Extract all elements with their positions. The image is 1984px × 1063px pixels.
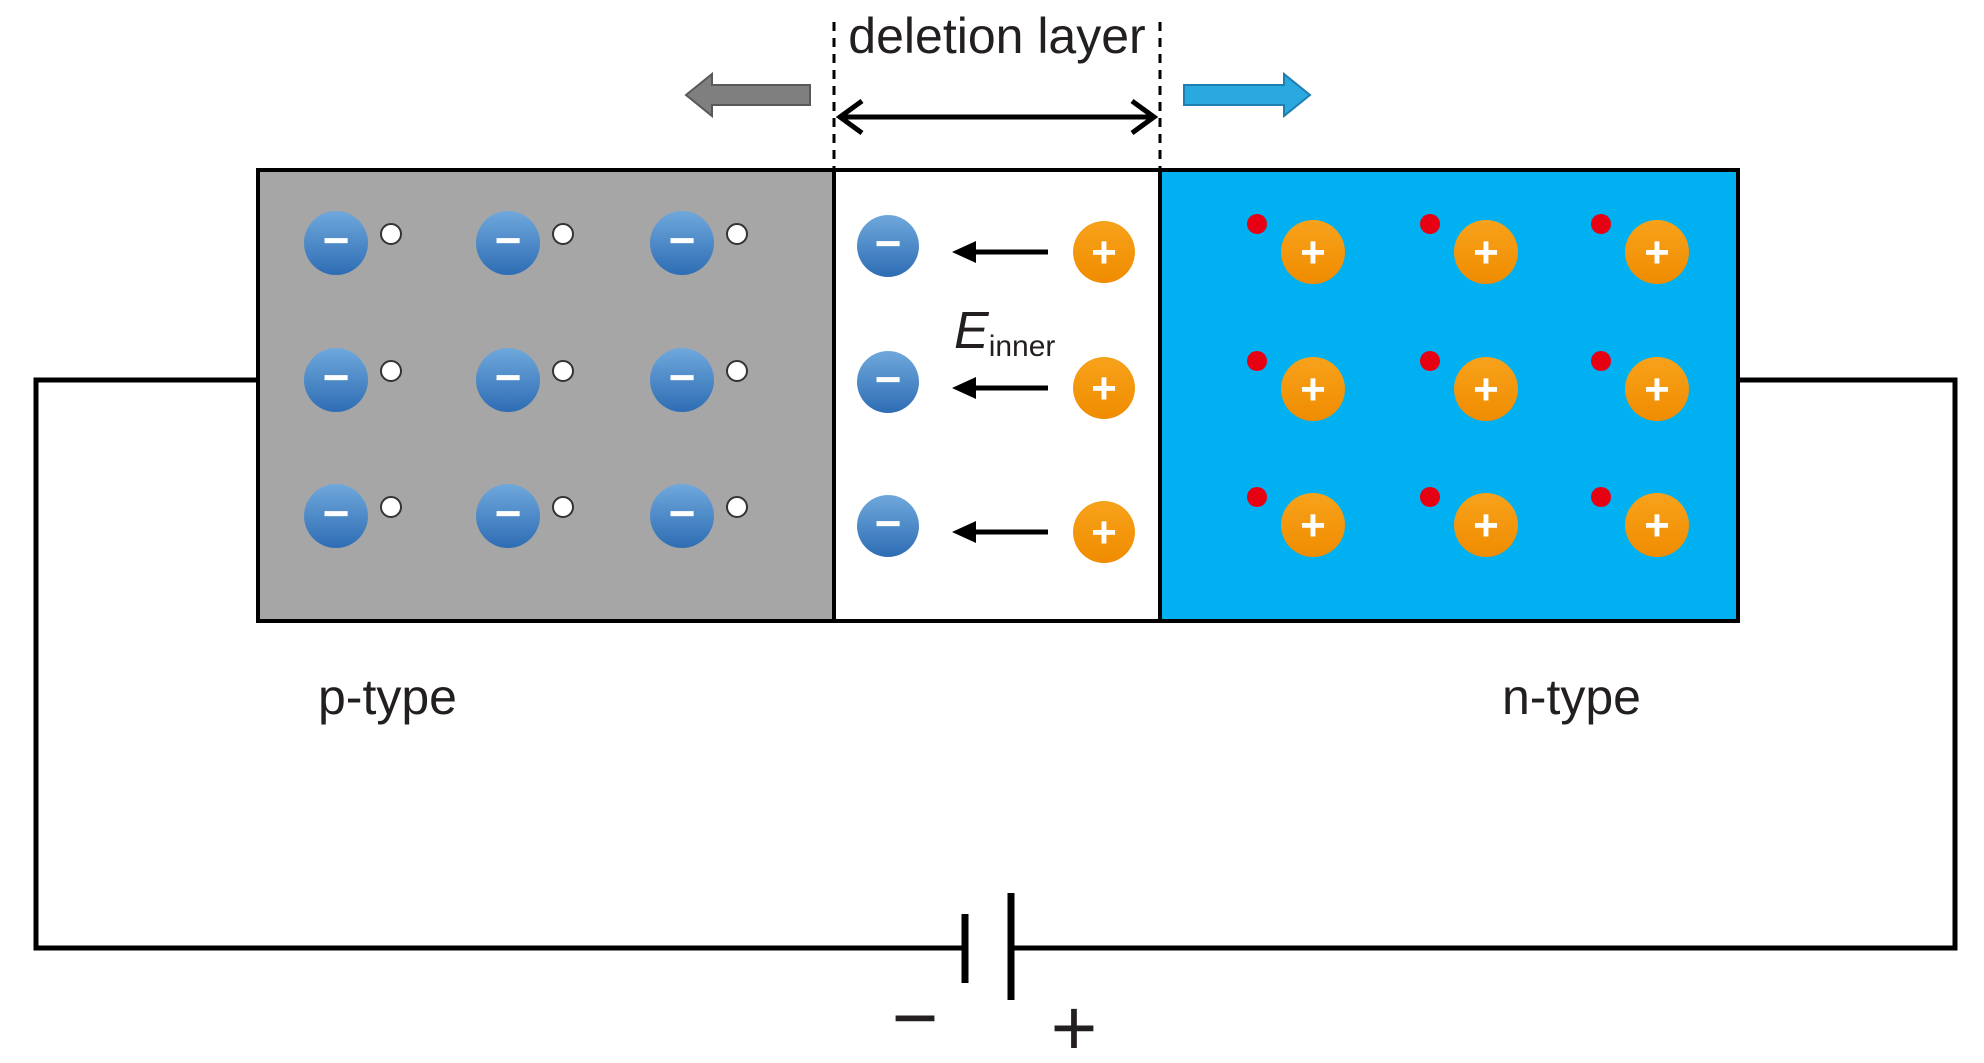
depletion-width-arrow xyxy=(835,98,1159,136)
plus-sign: + xyxy=(1644,228,1670,277)
donor-ion: + xyxy=(1454,493,1518,557)
n-type-label: n-type xyxy=(1502,669,1641,725)
depletion-negative-ion: − xyxy=(857,351,919,413)
plus-sign: + xyxy=(1091,508,1117,557)
plus-sign: + xyxy=(1300,501,1326,550)
donor-ion: + xyxy=(1281,220,1345,284)
electron xyxy=(1420,351,1440,371)
hole xyxy=(380,496,402,518)
field-arrowhead xyxy=(952,377,976,399)
minus-sign: − xyxy=(875,353,902,405)
electron xyxy=(1247,351,1267,371)
electron xyxy=(1247,214,1267,234)
minus-sign: − xyxy=(495,214,522,266)
hole xyxy=(552,223,574,245)
field-arrowhead xyxy=(952,241,976,263)
p-type-carriers: − − − − − − − − − xyxy=(304,211,748,548)
depletion-charges: − + − + − + xyxy=(857,215,1135,563)
donor-ion: + xyxy=(1281,493,1345,557)
battery-positive-sign: + xyxy=(1051,983,1098,1063)
circuit-wire xyxy=(33,377,1958,951)
acceptor-ion: − xyxy=(476,348,540,412)
hole xyxy=(726,223,748,245)
depletion-positive-ion: + xyxy=(1073,501,1135,563)
hole xyxy=(726,496,748,518)
minus-sign: − xyxy=(669,487,696,539)
hole xyxy=(726,360,748,382)
minus-sign: − xyxy=(495,487,522,539)
minus-sign: − xyxy=(669,351,696,403)
battery xyxy=(961,893,1015,1000)
donor-ion: + xyxy=(1625,357,1689,421)
p-type-label: p-type xyxy=(318,669,457,725)
acceptor-ion: − xyxy=(304,211,368,275)
n-type-carriers: + + + + + + + + + xyxy=(1247,214,1689,557)
donor-ion: + xyxy=(1454,220,1518,284)
electron xyxy=(1420,214,1440,234)
acceptor-ion: − xyxy=(476,484,540,548)
plus-sign: + xyxy=(1473,365,1499,414)
hole xyxy=(380,360,402,382)
acceptor-ion: − xyxy=(650,484,714,548)
hole xyxy=(552,496,574,518)
plus-sign: + xyxy=(1473,501,1499,550)
electron xyxy=(1420,487,1440,507)
plus-sign: + xyxy=(1300,228,1326,277)
donor-ion: + xyxy=(1625,220,1689,284)
depletion-negative-ion: − xyxy=(857,215,919,277)
acceptor-ion: − xyxy=(650,211,714,275)
wire-right xyxy=(1011,377,1958,951)
plus-sign: + xyxy=(1091,364,1117,413)
hole xyxy=(552,360,574,382)
depletion-positive-ion: + xyxy=(1073,357,1135,419)
depletion-layer-label: deletion layer xyxy=(848,8,1145,64)
donor-ion: + xyxy=(1281,357,1345,421)
depletion-positive-ion: + xyxy=(1073,221,1135,283)
hole xyxy=(380,223,402,245)
electron xyxy=(1591,351,1611,371)
plus-sign: + xyxy=(1644,501,1670,550)
wire-left xyxy=(33,377,965,951)
minus-sign: − xyxy=(669,214,696,266)
minus-sign: − xyxy=(495,351,522,403)
field-label: Einner xyxy=(954,302,1055,363)
electron xyxy=(1247,487,1267,507)
left-widening-arrow xyxy=(684,71,811,119)
acceptor-ion: − xyxy=(304,348,368,412)
donor-ion: + xyxy=(1625,493,1689,557)
field-arrowhead xyxy=(952,521,976,543)
acceptor-ion: − xyxy=(476,211,540,275)
minus-sign: − xyxy=(323,214,350,266)
depletion-negative-ion: − xyxy=(857,495,919,557)
electron xyxy=(1591,214,1611,234)
plus-sign: + xyxy=(1473,228,1499,277)
plus-sign: + xyxy=(1300,365,1326,414)
minus-sign: − xyxy=(875,217,902,269)
battery-negative-sign: − xyxy=(892,973,939,1062)
minus-sign: − xyxy=(875,497,902,549)
electron xyxy=(1591,487,1611,507)
minus-sign: − xyxy=(323,487,350,539)
right-widening-arrow xyxy=(1183,71,1312,119)
acceptor-ion: − xyxy=(650,348,714,412)
plus-sign: + xyxy=(1644,365,1670,414)
field-label-main: E xyxy=(954,302,990,360)
donor-ion: + xyxy=(1454,357,1518,421)
plus-sign: + xyxy=(1091,228,1117,277)
field-label-subscript: inner xyxy=(989,330,1056,363)
minus-sign: − xyxy=(323,351,350,403)
acceptor-ion: − xyxy=(304,484,368,548)
